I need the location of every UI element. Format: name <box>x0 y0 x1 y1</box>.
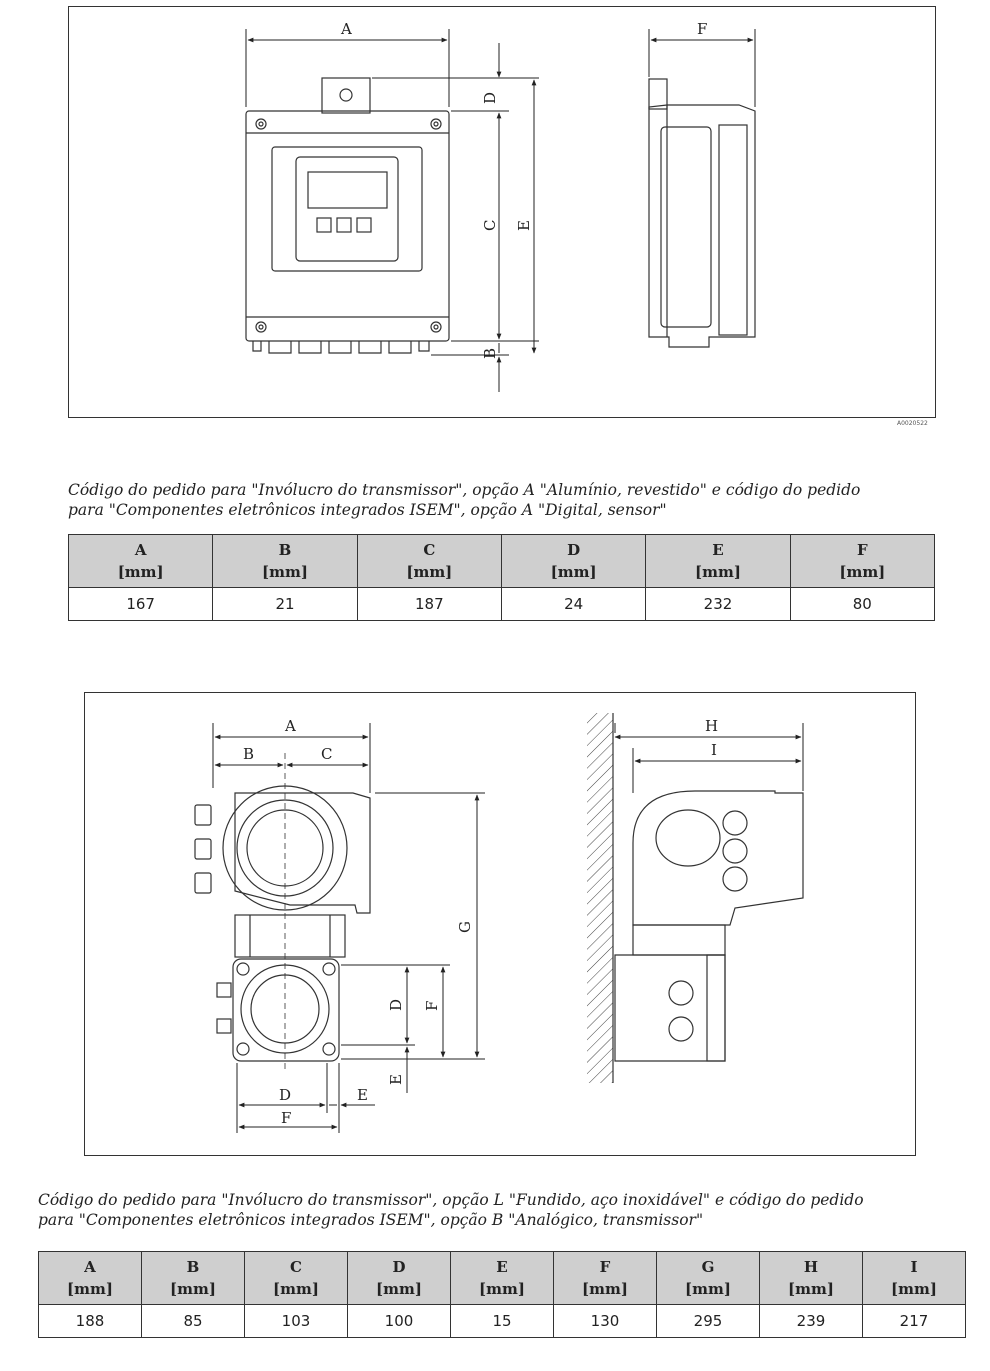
table-cell: 15 <box>450 1304 554 1338</box>
caption-2-line-1: Código do pedido para "Invólucro do tran… <box>38 1191 864 1209</box>
dim-label-h-2: H <box>705 717 718 735</box>
dim-label-e: E <box>515 220 533 231</box>
table-cell: 188 <box>38 1304 142 1338</box>
table-header-cell: F[mm] <box>553 1251 657 1305</box>
front-view-cast-housing <box>194 753 371 1073</box>
table-cell: 24 <box>500 587 647 621</box>
caption-2-line-2: para "Componentes eletrônicos integrados… <box>38 1211 704 1229</box>
dimension-lines-1 <box>245 29 756 392</box>
dim-label-b: B <box>481 348 499 359</box>
table-header-cell: I[mm] <box>862 1251 966 1305</box>
table-header-cell: E[mm] <box>450 1251 554 1305</box>
figure-1-drawing: A F D C E B <box>245 20 756 392</box>
caption-1-line-1: Código do pedido para "Invólucro do tran… <box>68 481 861 499</box>
dim-label-i-2: I <box>711 741 717 759</box>
dim-label-d-2: D <box>279 1086 291 1104</box>
dim-label-e-2-vertical: E <box>387 1074 405 1085</box>
table-cell: 187 <box>356 587 502 621</box>
table-cell: 239 <box>759 1304 863 1338</box>
table-header-cell: C[mm] <box>244 1251 348 1305</box>
table-cell: 85 <box>141 1304 245 1338</box>
table-cell: 103 <box>244 1304 348 1338</box>
table-cell: 167 <box>67 587 214 621</box>
dim-label-c-2: C <box>321 745 332 763</box>
front-view-housing <box>245 77 450 354</box>
dimensions-table-2: A[mm] B[mm] C[mm] D[mm] E[mm] F[mm] G[mm… <box>38 1251 966 1338</box>
table-header-row: A[mm] B[mm] C[mm] D[mm] E[mm] F[mm] G[mm… <box>38 1251 966 1305</box>
table-cell: 217 <box>862 1304 966 1338</box>
side-view-housing <box>648 78 756 348</box>
table-header-cell: D[mm] <box>500 534 647 588</box>
dim-label-e-2: E <box>357 1086 368 1104</box>
table-cell: 295 <box>656 1304 760 1338</box>
figure-1-id: A0020522 <box>897 420 928 427</box>
table-header-cell: G[mm] <box>656 1251 760 1305</box>
caption-1-line-2: para "Componentes eletrônicos integrados… <box>68 501 667 519</box>
figure-1-frame: A F D C E B <box>68 6 936 418</box>
table-header-cell: E[mm] <box>645 534 791 588</box>
dim-label-d: D <box>481 92 499 104</box>
table-header-cell: B[mm] <box>141 1251 245 1305</box>
dim-label-a-2: A <box>284 717 296 735</box>
table-header-cell: A[mm] <box>67 534 214 588</box>
table-header-cell: A[mm] <box>38 1251 142 1305</box>
dimensions-table-1: A[mm] B[mm] C[mm] D[mm] E[mm] F[mm] 167 … <box>67 534 936 621</box>
table-header-cell: H[mm] <box>759 1251 863 1305</box>
dim-label-c: C <box>481 220 499 231</box>
figure-2-drawing: A B C G D F E D E F H I <box>194 713 804 1133</box>
dim-label-b-2: B <box>243 745 254 763</box>
table-header-row: A[mm] B[mm] C[mm] D[mm] E[mm] F[mm] <box>67 534 936 588</box>
table-header-cell: F[mm] <box>789 534 936 588</box>
table-cell: 130 <box>553 1304 657 1338</box>
table-header-cell: D[mm] <box>347 1251 451 1305</box>
table-cell: 232 <box>645 587 791 621</box>
table-cell: 21 <box>212 587 358 621</box>
figure-2-frame: A B C G D F E D E F H I <box>84 692 916 1156</box>
table-header-cell: B[mm] <box>212 534 358 588</box>
caption-1: Código do pedido para "Invólucro do tran… <box>68 480 968 520</box>
table-header-cell: C[mm] <box>356 534 502 588</box>
table-row: 167 21 187 24 232 80 <box>67 587 936 621</box>
dim-label-a: A <box>340 20 352 38</box>
dim-label-f-2: F <box>281 1109 291 1127</box>
dimension-lines-2 <box>212 723 804 1133</box>
dim-label-f-2-vertical: F <box>423 1001 441 1011</box>
caption-2: Código do pedido para "Invólucro do tran… <box>38 1190 978 1230</box>
table-row: 188 85 103 100 15 130 295 239 217 <box>38 1304 966 1338</box>
side-view-cast-housing <box>587 713 804 1083</box>
table-cell: 80 <box>789 587 936 621</box>
dim-label-f: F <box>697 20 707 38</box>
table-cell: 100 <box>347 1304 451 1338</box>
dim-label-g-2: G <box>456 921 474 933</box>
dim-label-d-2-vertical: D <box>387 999 405 1011</box>
